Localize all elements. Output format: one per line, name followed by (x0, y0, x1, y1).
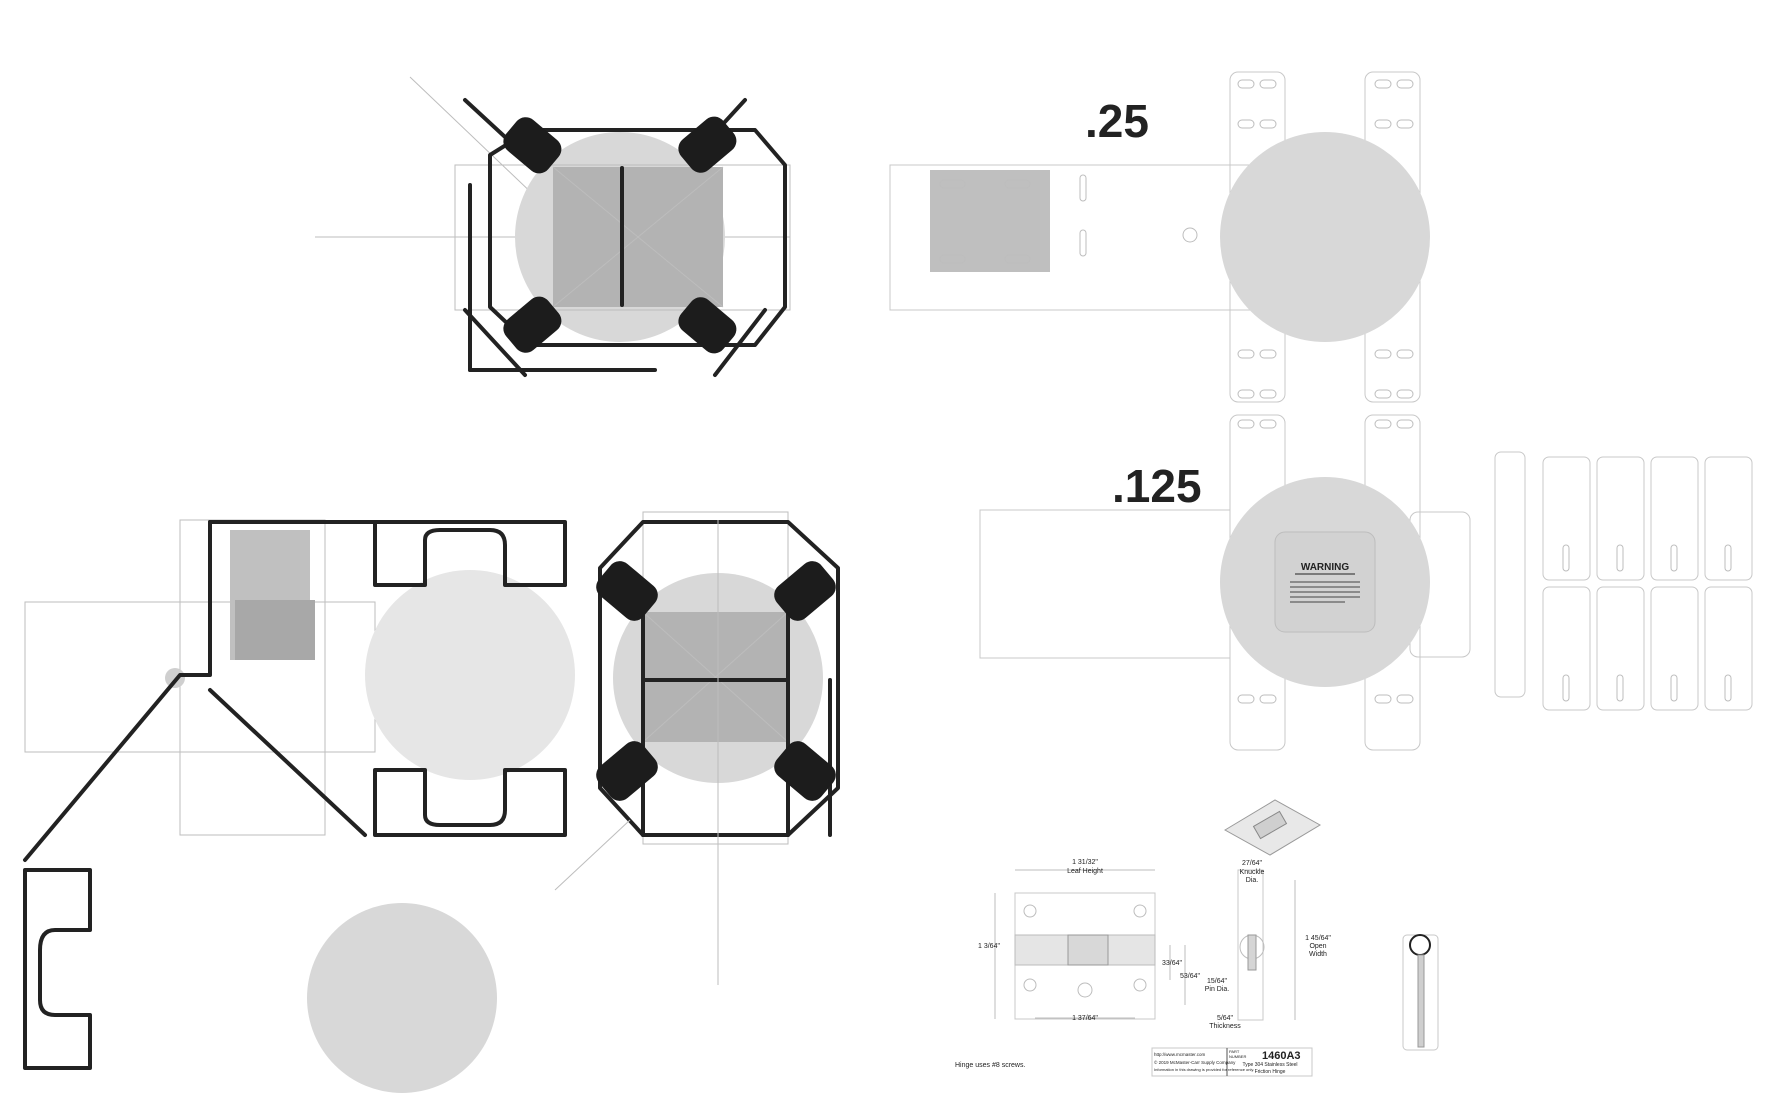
end-bracket (23, 868, 92, 1070)
construction-line (554, 819, 631, 891)
bracket-strip (1494, 451, 1526, 698)
part-label-1: PART (1229, 1049, 1240, 1054)
wheel-upper-right (774, 561, 836, 621)
top-rail (208, 520, 567, 587)
pin-value: 15/64" (1207, 978, 1228, 985)
thickness-label: Thickness (1209, 1023, 1241, 1030)
thickness-label-025: .25 (1085, 95, 1149, 147)
warning-label: WARNING (1301, 562, 1350, 573)
wheel-bottom-right (678, 297, 737, 354)
bottom-bracket (373, 768, 567, 837)
screw-note: Hinge uses #8 screws. (955, 1062, 1025, 1069)
diagonal (642, 611, 789, 743)
bottom-width-value: 1 37/64" (1072, 1015, 1098, 1022)
part-0125: .125 WARNING (979, 414, 1471, 751)
hinge-edge-detail (1402, 934, 1439, 1051)
title-desc-1: Type 304 Stainless Steel (1242, 1062, 1297, 1068)
hinge-drawing: 1 31/32" Leaf Height 1 3/64" 1 37/64" 33… (955, 799, 1331, 1077)
open-width-label-1: Open (1309, 943, 1326, 950)
arm (713, 308, 767, 377)
round-base (1220, 132, 1430, 342)
title-desc-2: Friction Hinge (1255, 1069, 1286, 1075)
wheel-lower-left (596, 741, 658, 801)
thickness-label-0125: .125 (1112, 460, 1202, 512)
title-info: Information in this drawing is provided … (1154, 1067, 1254, 1072)
lower-wheel-assembly (554, 511, 840, 985)
knuckle-value: 27/64" (1242, 860, 1263, 867)
dim-53: 53/64" (1180, 973, 1201, 980)
top-assembly-view (315, 76, 791, 377)
angled-arm (23, 520, 212, 862)
wheel-lower-right (774, 741, 836, 801)
part-label-2: NUMBER (1229, 1054, 1246, 1059)
title-url: http://www.mcmaster.com (1154, 1052, 1206, 1057)
frame-outline (598, 520, 840, 837)
leaf-height-value: 1 31/32" (1072, 859, 1098, 866)
open-width-value: 1 45/64" (1305, 935, 1331, 942)
arm (463, 308, 527, 377)
shaded-block (235, 600, 315, 660)
height-left-value: 1 3/64" (978, 943, 1000, 950)
top-bracket (373, 520, 567, 587)
outline-frame (454, 164, 791, 311)
lower-left-assembly (23, 519, 575, 1070)
bracket-grid (1542, 456, 1753, 711)
knuckle-label-2: Dia. (1246, 877, 1259, 884)
bracket-set (1494, 451, 1753, 711)
spare-round-base (307, 903, 497, 1093)
frame-outline (488, 128, 787, 347)
wheel-top-left (503, 117, 562, 174)
knuckle-label-1: Knuckle (1240, 869, 1265, 876)
wheel-bottom-left (503, 296, 562, 353)
dim-33: 33/64" (1162, 960, 1183, 967)
wheel-upper-left (596, 561, 658, 621)
part-number: 1460A3 (1262, 1050, 1301, 1062)
mount-plate (930, 170, 1050, 272)
thickness-value: 5/64" (1217, 1015, 1234, 1022)
leaf-height-label: Leaf Height (1067, 868, 1103, 875)
title-block: http://www.mcmaster.com © 2019 McMaster-… (1151, 1047, 1313, 1077)
hinge-side-view (1237, 869, 1264, 1021)
title-copyright: © 2019 McMaster-Carr Supply Company (1154, 1059, 1236, 1065)
wheel-top-right (678, 116, 737, 173)
arm-strip (979, 509, 1231, 659)
diagonal (552, 166, 724, 308)
pin-label: Pin Dia. (1205, 986, 1230, 993)
round-base (365, 570, 575, 780)
open-width-label-2: Width (1309, 951, 1327, 958)
hinge-knuckle-icon (1409, 934, 1431, 956)
angled-arm (208, 688, 367, 837)
part-025: .25 (889, 71, 1430, 403)
